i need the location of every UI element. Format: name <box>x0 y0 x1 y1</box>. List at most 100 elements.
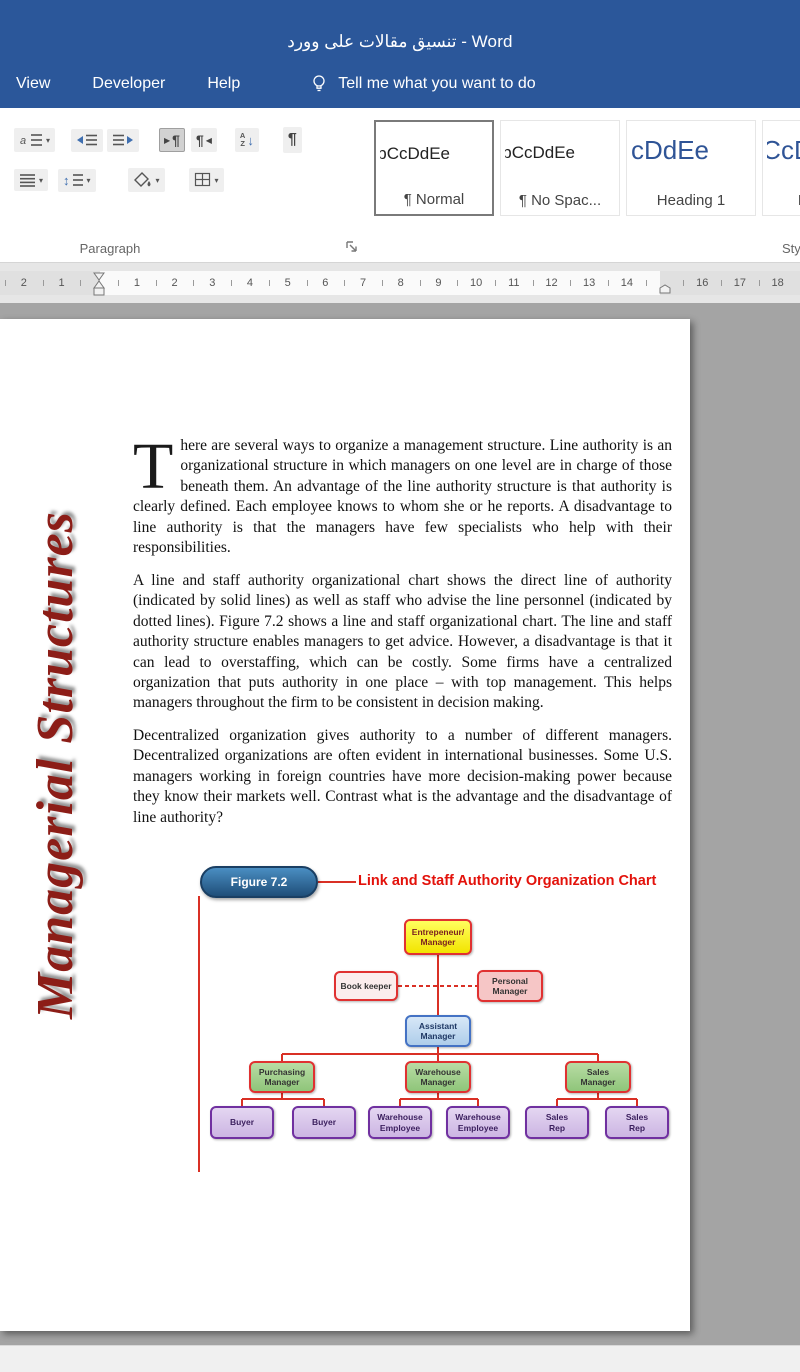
paragraph-3[interactable]: Decentralized organization gives authori… <box>133 726 672 826</box>
svg-text:a: a <box>20 135 26 147</box>
ruler-number: 1 <box>118 271 156 295</box>
pilcrow-icon: ¶ <box>172 132 180 148</box>
org-chart-connectors <box>198 881 638 1172</box>
org-node-personal-manager[interactable]: Personal Manager <box>477 970 543 1002</box>
tab-view[interactable]: View <box>16 75 51 92</box>
org-node-buyer-1[interactable]: Buyer <box>210 1106 274 1139</box>
drop-cap[interactable]: T <box>133 430 174 503</box>
style-card-heading-1[interactable]: AaBbCcDdEe Heading 1 <box>626 120 756 216</box>
dropdown-caret-icon: ▾ <box>39 175 44 185</box>
figure-title: Link and Staff Authority Organization Ch… <box>358 873 657 889</box>
dialog-launcher-icon <box>346 241 357 252</box>
ruler-number: 1 <box>42 271 81 295</box>
ruler-number: 4 <box>231 271 269 295</box>
ribbon-tab-bar: View Developer Help Tell me what you wan… <box>0 60 800 108</box>
ruler-number: 16 <box>683 271 721 295</box>
tab-help[interactable]: Help <box>207 75 241 92</box>
ruler-number: 14 <box>608 271 646 295</box>
paint-bucket-icon <box>133 172 151 187</box>
figure-badge[interactable]: Figure 7.2 <box>200 866 318 898</box>
ruler-number: 11 <box>494 271 533 295</box>
tell-me-label: Tell me what you want to do <box>338 75 536 92</box>
paragraph-1-text: here are several ways to organize a mana… <box>133 437 672 557</box>
style-card-normal[interactable]: AaBbCcDdEe ¶ Normal <box>374 120 494 216</box>
ruler-number <box>645 271 684 295</box>
wordart-side-title[interactable]: Managerial Structures <box>27 511 84 1019</box>
ruler-number: 2 <box>5 271 43 295</box>
dropdown-caret-icon: ▾ <box>155 175 160 185</box>
ruler-number: 3 <box>193 271 231 295</box>
org-node-warehouse-employee-1[interactable]: Warehouse Employee <box>368 1106 432 1139</box>
ruler-number: 18 <box>758 271 797 295</box>
line-spacing-lines-icon <box>72 174 83 186</box>
org-node-assistant-manager[interactable]: Assistant Manager <box>405 1015 471 1047</box>
org-node-sales-rep-1[interactable]: Sales Rep <box>525 1106 589 1139</box>
paragraph-group-label: Paragraph <box>79 241 141 256</box>
org-node-sales-manager[interactable]: Sales Manager <box>565 1061 631 1093</box>
figure-7-2[interactable]: Figure 7.2 Link and Staff Authority Orga… <box>130 866 675 1178</box>
decrease-indent-icon <box>77 134 98 145</box>
ruler-number: 17 <box>721 271 759 295</box>
ruler-number <box>80 271 118 295</box>
align-justify-icon <box>20 174 35 187</box>
decrease-indent-button[interactable] <box>71 128 104 152</box>
paragraph-dialog-launcher[interactable] <box>345 240 358 256</box>
pilcrow-icon: ¶ <box>195 132 204 148</box>
org-node-warehouse-manager[interactable]: Warehouse Manager <box>405 1061 471 1093</box>
ruler-number: 6 <box>306 271 345 295</box>
ruler-number: 5 <box>268 271 307 295</box>
align-button[interactable]: ▾ <box>14 169 49 191</box>
dropdown-caret-icon: ▾ <box>46 135 51 145</box>
style-card-no-spacing[interactable]: AaBbCcDdEe ¶ No Spac... <box>500 120 620 216</box>
styles-gallery: AaBbCcDdEe ¶ Normal AaBbCcDdEe ¶ No Spac… <box>368 108 800 216</box>
style-sample: AaBbCcDdEe <box>380 144 450 163</box>
increase-indent-button[interactable] <box>107 128 140 152</box>
style-label: Head... <box>798 192 800 209</box>
style-label: ¶ Normal <box>403 191 465 208</box>
style-card-heading-2[interactable]: AaBbCcDdEe Head... <box>762 120 800 216</box>
styles-group: AaBbCcDdEe ¶ Normal AaBbCcDdEe ¶ No Spac… <box>368 108 800 262</box>
pilcrow-icon: ¶ <box>287 131 297 148</box>
paragraph-2[interactable]: A line and staff authority organizationa… <box>133 571 672 712</box>
rtl-text-direction-button[interactable]: ¶ ◀ <box>190 128 217 152</box>
ruler-number: 10 <box>457 271 495 295</box>
ribbon: a ▾ ▶ ¶ <box>0 108 800 263</box>
rtl-triangle-icon: ◀ <box>205 135 212 145</box>
ruler-number: 9 <box>419 271 458 295</box>
tab-developer[interactable]: Developer <box>92 75 166 92</box>
shading-button[interactable]: ▾ <box>127 168 165 192</box>
org-node-entrepreneur-manager[interactable]: Entrepeneur/ Manager <box>404 919 472 955</box>
ruler-number: 2 <box>155 271 194 295</box>
org-node-book-keeper[interactable]: Book keeper <box>334 971 398 1001</box>
tell-me-box[interactable]: Tell me what you want to do <box>310 74 536 94</box>
org-node-purchasing-manager[interactable]: Purchasing Manager <box>249 1061 315 1093</box>
window-title: تنسيق مقالات على وورد - Word <box>287 32 513 51</box>
show-paragraph-marks-button[interactable]: ¶ <box>282 127 302 153</box>
org-node-sales-rep-2[interactable]: Sales Rep <box>605 1106 669 1139</box>
sort-arrow-icon: ↓ <box>247 132 254 148</box>
style-label: ¶ No Spac... <box>518 192 602 209</box>
multilevel-list-icon: a <box>20 134 42 147</box>
style-sample: AaBbCcDdEe <box>505 143 575 162</box>
borders-button[interactable]: ▾ <box>188 168 224 192</box>
left-indent-marker[interactable] <box>93 272 105 298</box>
ruler-number: 12 <box>532 271 571 295</box>
ruler-number: 7 <box>344 271 382 295</box>
org-node-buyer-2[interactable]: Buyer <box>292 1106 356 1139</box>
style-label: Heading 1 <box>656 192 726 209</box>
multilevel-list-button[interactable]: a ▾ <box>14 128 56 152</box>
ltr-text-direction-button[interactable]: ▶ ¶ <box>159 128 185 152</box>
horizontal-scrollbar[interactable] <box>0 1345 800 1372</box>
org-node-warehouse-employee-2[interactable]: Warehouse Employee <box>446 1106 510 1139</box>
ltr-triangle-icon: ▶ <box>164 135 171 145</box>
line-spacing-button[interactable]: ↕ ▾ <box>58 168 96 192</box>
right-indent-marker[interactable] <box>659 284 671 295</box>
